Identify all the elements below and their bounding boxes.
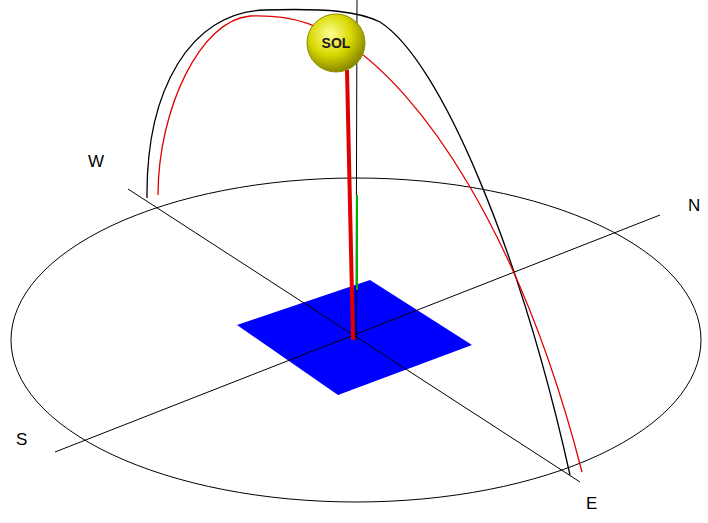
sun-disc — [307, 14, 365, 72]
direction-label: E — [586, 494, 597, 514]
normal-vector — [356, 195, 358, 290]
direction-label: N — [688, 196, 700, 216]
direction-label: W — [88, 152, 104, 172]
sun-path-black — [147, 10, 570, 476]
sun-ball: SOL — [306, 13, 366, 73]
sun-label: SOL — [322, 35, 351, 51]
direction-label: S — [16, 430, 27, 450]
sun-path-red — [158, 16, 582, 472]
sun-ray — [347, 70, 353, 340]
